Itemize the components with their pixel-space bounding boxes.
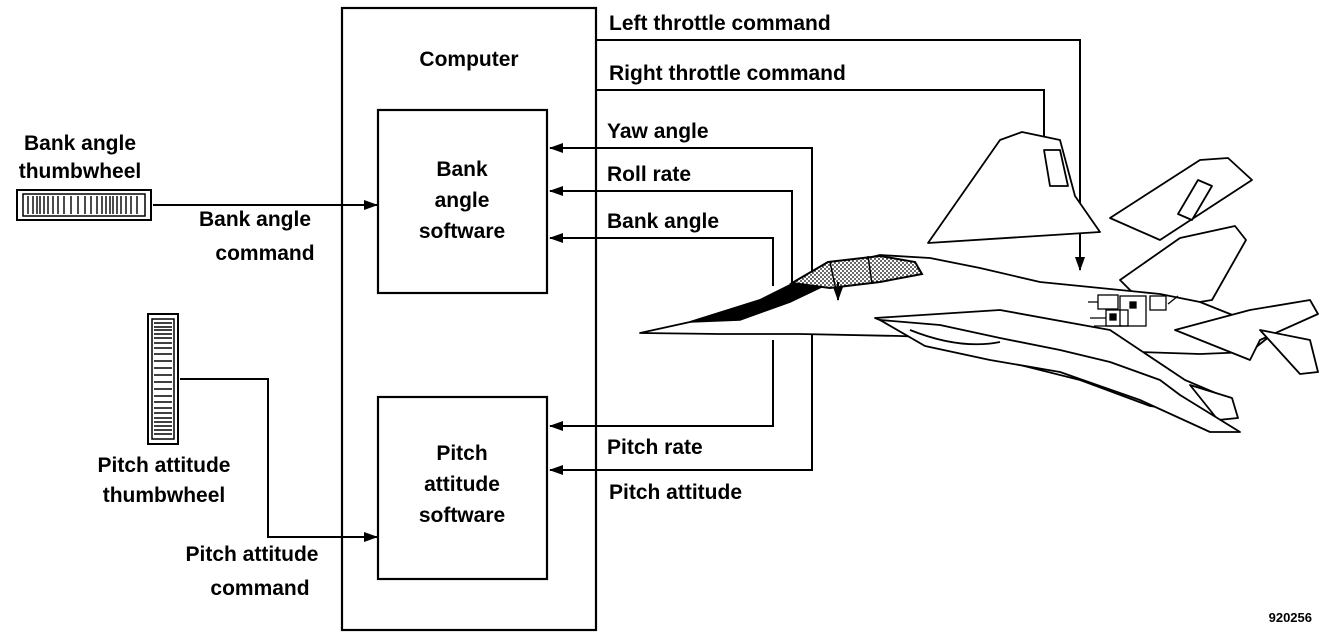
pitch-software-label-2: attitude [424,473,500,496]
pitch-command-label-2: command [210,577,309,600]
pitch-attitude-software-box [376,395,549,581]
pitch-command-arrow [180,378,378,542]
bank-software-label-1: Bank [436,158,488,181]
pitch-thumbwheel-label-2: thumbwheel [103,484,226,507]
bank-angle-label: Bank angle [607,210,719,233]
bank-angle-software-box [376,108,549,295]
pitch-attitude-arrow [549,372,813,475]
bank-thumbwheel-icon [16,189,152,221]
right-throttle-label: Right throttle command [609,62,846,85]
bank-command-label-2: command [215,242,314,265]
computer-title: Computer [419,48,518,71]
pitch-rate-label: Pitch rate [607,436,703,459]
pitch-command-label-1: Pitch attitude [185,543,318,566]
left-throttle-arrow [596,39,1085,271]
pitch-software-label-3: software [419,504,505,527]
bank-angle-arrow [549,233,774,286]
bank-software-label-2: angle [435,189,490,212]
pitch-rate-arrow [549,340,774,431]
left-throttle-label: Left throttle command [609,12,831,35]
roll-rate-label: Roll rate [607,163,691,186]
figure-number: 920256 [1269,610,1312,625]
pitch-attitude-label: Pitch attitude [609,481,742,504]
aircraft-illustration [639,131,1319,433]
roll-rate-arrow [549,186,793,300]
pitch-thumbwheel-icon [147,313,179,445]
pitch-thumbwheel-label-1: Pitch attitude [97,454,230,477]
bank-software-label-3: software [419,220,505,243]
bank-command-label-1: Bank angle [199,208,311,231]
bank-thumbwheel-label-2: thumbwheel [19,160,142,183]
yaw-angle-label: Yaw angle [607,120,709,143]
pitch-software-label-1: Pitch [436,442,487,465]
bank-thumbwheel-label-1: Bank angle [24,132,136,155]
